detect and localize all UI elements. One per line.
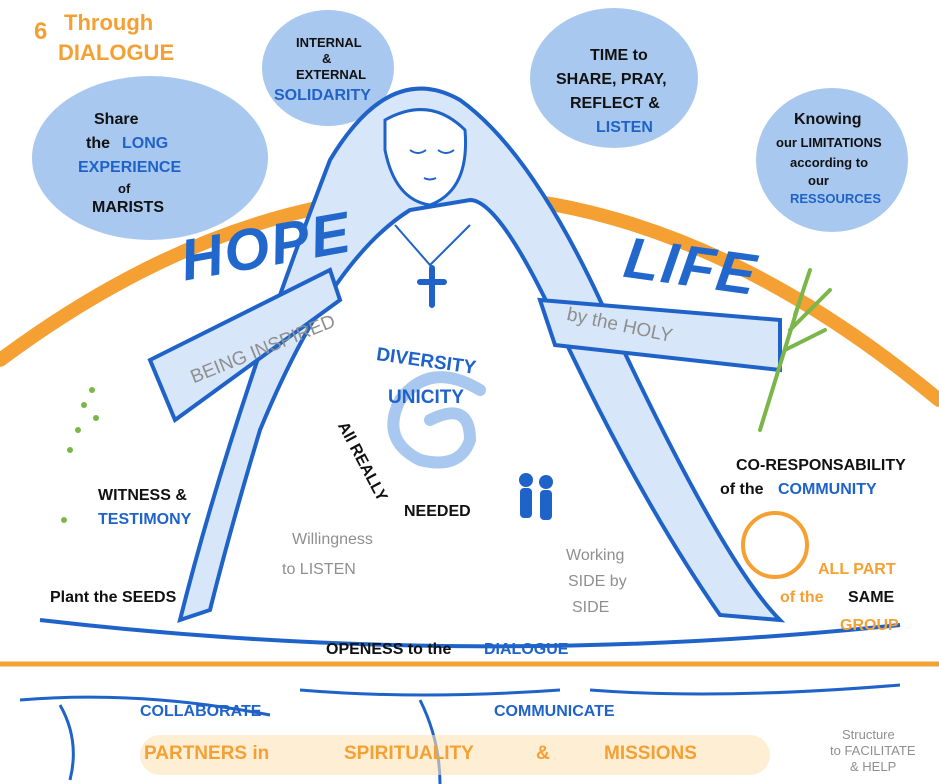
allpart-c: GROUP: [840, 617, 899, 634]
solidarity-line2: &: [322, 51, 332, 66]
share-line2b: LONG: [122, 135, 169, 152]
working-a: Working: [566, 547, 625, 564]
spiral: [387, 371, 486, 469]
limitations-line1: Knowing: [794, 111, 862, 128]
share-line2a: the: [86, 135, 110, 152]
time-line3: REFLECT &: [570, 95, 660, 112]
roots: [19, 683, 901, 784]
footer-partners: PARTNERS in: [144, 743, 270, 764]
openess: OPENESS to the: [326, 641, 452, 658]
share-line3: EXPERIENCE: [78, 159, 182, 176]
unicity: UNICITY: [388, 387, 464, 408]
bubble-solidarity: [262, 10, 394, 126]
limitations-line4: our: [808, 173, 829, 188]
footer-spirituality: SPIRITUALITY: [344, 743, 474, 764]
working-c: SIDE: [572, 599, 610, 616]
left-arm: [147, 267, 343, 424]
share-line5: MARISTS: [92, 199, 164, 216]
willingness-b: to LISTEN: [282, 561, 356, 578]
share-line1: Share: [94, 111, 139, 128]
footer-missions: MISSIONS: [604, 743, 697, 764]
structure-b: to FACILITATE: [830, 743, 916, 758]
ground-curve: [39, 618, 901, 649]
all-really-needed-b: NEEDED: [404, 503, 471, 520]
coresp-b2: COMMUNITY: [778, 481, 877, 498]
plant-the-seeds: Plant the SEEDS: [50, 589, 177, 606]
header-title-line2: DIALOGUE: [58, 40, 175, 65]
header-title-line1: Through: [64, 10, 154, 35]
willingness-a: Willingness: [292, 531, 373, 548]
structure-c: & HELP: [850, 759, 897, 774]
time-line2: SHARE, PRAY,: [556, 71, 667, 88]
limitations-line5: RESSOURCES: [790, 191, 882, 206]
footer-highlight: [140, 735, 770, 775]
witness: WITNESS &: [98, 487, 187, 504]
header-number: 6: [34, 18, 48, 45]
solidarity-line4: SOLIDARITY: [274, 87, 371, 104]
allpart-a: ALL PART: [818, 561, 896, 578]
bubble-limitations: [756, 88, 908, 232]
solidarity-line1: INTERNAL: [296, 35, 362, 50]
bubble-share: [32, 76, 268, 240]
communicate: COMMUNICATE: [494, 703, 615, 720]
collar: [394, 224, 471, 267]
olive-branch-icon: [758, 268, 832, 432]
bubble-time: [530, 8, 698, 148]
limitations-line3: according to: [790, 155, 869, 170]
testimony: TESTIMONY: [98, 511, 192, 528]
time-line4: LISTEN: [596, 119, 653, 136]
collaborate: COLLABORATE: [140, 703, 262, 720]
face: [383, 108, 468, 207]
people-icon: [519, 473, 553, 520]
allpart-b1: of the: [780, 589, 824, 606]
limitations-line2: our LIMITATIONS: [776, 135, 882, 150]
face-features: [409, 149, 455, 181]
structure-a: Structure: [842, 727, 895, 742]
seeds-dots: [61, 387, 99, 523]
solidarity-line3: EXTERNAL: [296, 67, 367, 82]
community-circle-icon: [741, 511, 809, 579]
footer-and: &: [536, 743, 550, 764]
dialogue: DIALOGUE: [484, 641, 569, 658]
time-line1: TIME to: [590, 47, 648, 64]
working-b: SIDE by: [568, 573, 627, 590]
coresp-a: CO-RESPONSABILITY: [736, 457, 906, 474]
share-line4: of: [118, 181, 131, 196]
cross-icon: [417, 265, 447, 308]
coresp-b1: of the: [720, 481, 764, 498]
allpart-b2: SAME: [848, 589, 895, 606]
